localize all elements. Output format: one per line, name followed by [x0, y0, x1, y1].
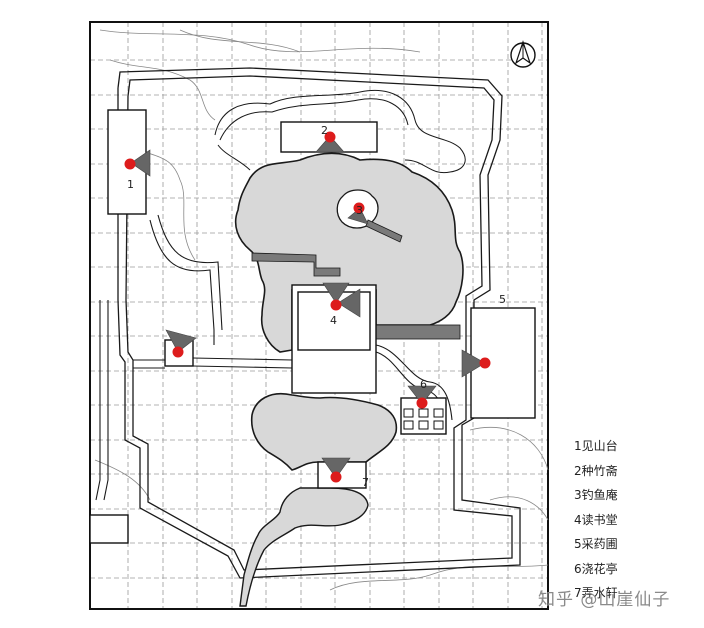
view-arrow-pavilion [165, 329, 197, 353]
gate-southwest [89, 514, 129, 544]
pavilion-cell [418, 408, 429, 418]
pavilion-cell [403, 420, 414, 430]
view-arrow-2 [315, 135, 345, 153]
north-arrow-icon [510, 40, 536, 68]
viewpoint-4 [330, 299, 342, 311]
building-label-7: 7 [362, 476, 369, 489]
legend-item: 1见山台 [574, 439, 618, 453]
view-arrow-4a [322, 282, 350, 304]
rockery-outlines [214, 90, 466, 174]
viewpoint-3 [353, 202, 365, 214]
zigzag-bridge [251, 252, 341, 277]
pavilion-cell [403, 408, 414, 418]
stream-south [239, 487, 369, 607]
view-arrow-7 [321, 457, 351, 479]
building-label-5: 5 [499, 293, 506, 306]
view-arrow-5 [461, 349, 486, 378]
islet-bridge [365, 219, 403, 243]
terrain-contours [94, 29, 549, 591]
pond [234, 152, 464, 353]
viewpoint-7 [330, 471, 342, 483]
watermark: 知乎 @山崖仙子 [538, 590, 671, 610]
legend-item: 7弄水轩 [574, 586, 618, 600]
perimeter-path [117, 67, 521, 579]
viewpoint-markers [124, 131, 491, 483]
site-boundary [89, 21, 549, 610]
viewpoint-pavilion [172, 346, 184, 358]
building-label-1: 1 [127, 178, 134, 191]
view-arrow-3 [347, 207, 369, 225]
bridges [251, 219, 461, 340]
legend-item: 3钓鱼庵 [574, 488, 618, 502]
legend-item: 2种竹斋 [574, 463, 618, 478]
view-arrow-1 [130, 149, 151, 177]
view-arrow-6 [407, 385, 437, 405]
pavilion-cell [433, 420, 444, 430]
viewpoint-6 [416, 397, 428, 409]
legend-item: 4读书堂 [574, 512, 618, 527]
building-label-4: 4 [330, 314, 337, 327]
pavilion-cell [433, 408, 444, 418]
legend-item: 5采药圃 [574, 537, 618, 551]
view-arrow-4b [337, 288, 361, 318]
building-label-6: 6 [420, 378, 427, 391]
viewpoint-2 [324, 131, 336, 143]
inner-paths [95, 214, 453, 501]
building-number-labels: 1 2 3 4 5 6 7 [127, 124, 506, 489]
legend: 1见山台 2种竹斋 3钓鱼庵 4读书堂 5采药圃 6浇花亭 7弄水轩 [574, 434, 694, 606]
building-label-3: 3 [356, 204, 363, 217]
legend-item: 6浇花亭 [574, 561, 618, 576]
pavilion-cell [418, 420, 429, 430]
view-arrows [130, 135, 486, 479]
building-6-pavilion-grid [403, 408, 444, 430]
building-label-2: 2 [321, 124, 328, 137]
east-bridge [375, 324, 461, 340]
viewpoint-1 [124, 158, 136, 170]
viewpoint-5 [479, 357, 491, 369]
